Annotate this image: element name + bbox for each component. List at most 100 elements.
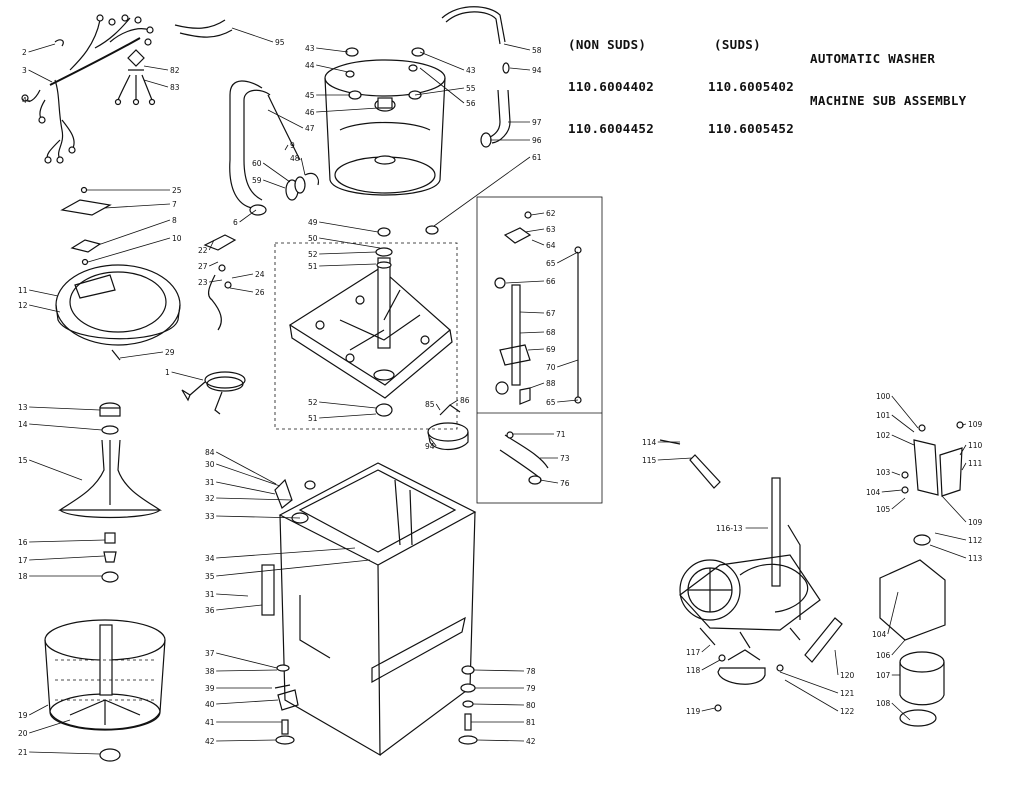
callout-c14: 14 (18, 420, 103, 431)
callout-c62: 62 (530, 209, 556, 218)
callout-label: 85 (425, 400, 435, 409)
callout-label: 95 (275, 38, 285, 47)
callout-label: 86 (460, 396, 470, 405)
callout-label: 73 (560, 454, 570, 463)
callout-label: 62 (546, 209, 556, 218)
callout-c7: 7 (104, 200, 177, 209)
drive-motor-coupling (714, 649, 784, 712)
callout-c95: 95 (231, 27, 285, 47)
callout-label: 105 (876, 505, 891, 514)
fill-hose (441, 6, 506, 43)
callout-leader (557, 251, 579, 264)
seal-49 (377, 227, 391, 237)
callout-c112: 112 (934, 532, 983, 545)
callout-leader (701, 707, 716, 712)
suds-model-2: 110.6005452 (708, 121, 795, 136)
callout-label: 122 (840, 707, 855, 716)
callout-leader (476, 739, 525, 742)
callout-label: 35 (205, 572, 215, 581)
callout-leader (29, 539, 106, 543)
callout-c114: 114 (642, 438, 680, 447)
callout-leader (934, 532, 967, 541)
callout-c40: 40 (205, 699, 279, 709)
callout-leader (519, 311, 545, 314)
callout-leader (29, 304, 61, 313)
callout-leader (473, 669, 525, 672)
callout-leader (29, 406, 101, 411)
callout-c111: 111 (961, 459, 983, 471)
callout-label: 97 (532, 118, 542, 127)
callout-label: 49 (308, 218, 318, 227)
callout-c9: 9 (284, 141, 295, 151)
callout-leader (239, 209, 257, 223)
callout-label: 26 (255, 288, 265, 297)
callout-leader (505, 280, 545, 284)
callout-label: 21 (18, 748, 28, 757)
callout-label: 25 (172, 186, 182, 195)
callout-c61: 61 (433, 153, 542, 227)
callout-c36: 36 (205, 604, 263, 615)
callout-c117: 117 (686, 644, 711, 657)
callout-c31a: 31 (205, 478, 276, 495)
callout-leader (701, 644, 711, 653)
callout-c102: 102 (876, 431, 915, 446)
callout-c52a: 52 (308, 250, 377, 259)
callout-label: 27 (198, 262, 208, 271)
callout-leader (429, 437, 437, 447)
callout-c113: 113 (929, 544, 983, 563)
callout-label: 13 (18, 403, 28, 412)
callout-leader (433, 156, 531, 227)
callout-label: 43 (305, 44, 315, 53)
callout-c6: 6 (233, 209, 257, 227)
callout-c24: 24 (231, 270, 265, 279)
callout-leader (29, 289, 59, 297)
callout-c37: 37 (205, 649, 278, 669)
callout-c80: 80 (472, 701, 536, 710)
callout-label: 107 (876, 671, 891, 680)
callout-label: 34 (205, 554, 215, 563)
callout-c121: 121 (779, 671, 855, 698)
leveling-legs (274, 664, 478, 745)
callout-c86: 86 (449, 396, 470, 406)
drain-pipe (487, 89, 511, 144)
callout-leader (419, 67, 465, 104)
callout-c81: 81 (471, 718, 536, 727)
callout-c118: 118 (686, 659, 721, 675)
callout-label: 100 (876, 392, 891, 401)
title-line-1: AUTOMATIC WASHER (810, 51, 936, 66)
callout-label: 120 (840, 671, 855, 680)
strap (689, 454, 721, 489)
callout-label: 24 (255, 270, 265, 279)
suds-lever (499, 431, 549, 485)
suds-model-1: 110.6005402 (708, 79, 795, 94)
callout-c105: 105 (876, 497, 906, 514)
callout-label: 52 (308, 398, 318, 407)
callout-leader (28, 99, 31, 103)
callout-c42a: 42 (205, 737, 277, 746)
callout-c32: 32 (205, 494, 293, 503)
callout-leader (216, 497, 293, 501)
cabinet (261, 462, 477, 757)
callout-label: 65 (546, 398, 556, 407)
callout-leader (509, 67, 531, 71)
callout-c41: 41 (205, 718, 282, 727)
callout-label: 55 (466, 84, 476, 93)
callout-c26: 26 (229, 287, 265, 297)
callout-label: 66 (546, 277, 556, 286)
callout-c12: 12 (18, 301, 61, 313)
base-plate (288, 247, 453, 417)
callout-c104b: 104 (872, 591, 899, 639)
callout-label: 16 (18, 538, 28, 547)
suds-column: (SUDS) 110.6005402 110.6005452 (708, 10, 794, 164)
callout-label: 76 (560, 479, 570, 488)
callout-leader (216, 463, 281, 487)
callout-label: 84 (205, 448, 215, 457)
callout-label: 37 (205, 649, 215, 658)
transmission (679, 477, 821, 649)
callout-c96: 96 (490, 136, 542, 145)
callout-label: 113 (968, 554, 983, 563)
wash-basket (44, 619, 166, 731)
motor-pulley (913, 534, 931, 546)
callout-label: 65 (546, 259, 556, 268)
